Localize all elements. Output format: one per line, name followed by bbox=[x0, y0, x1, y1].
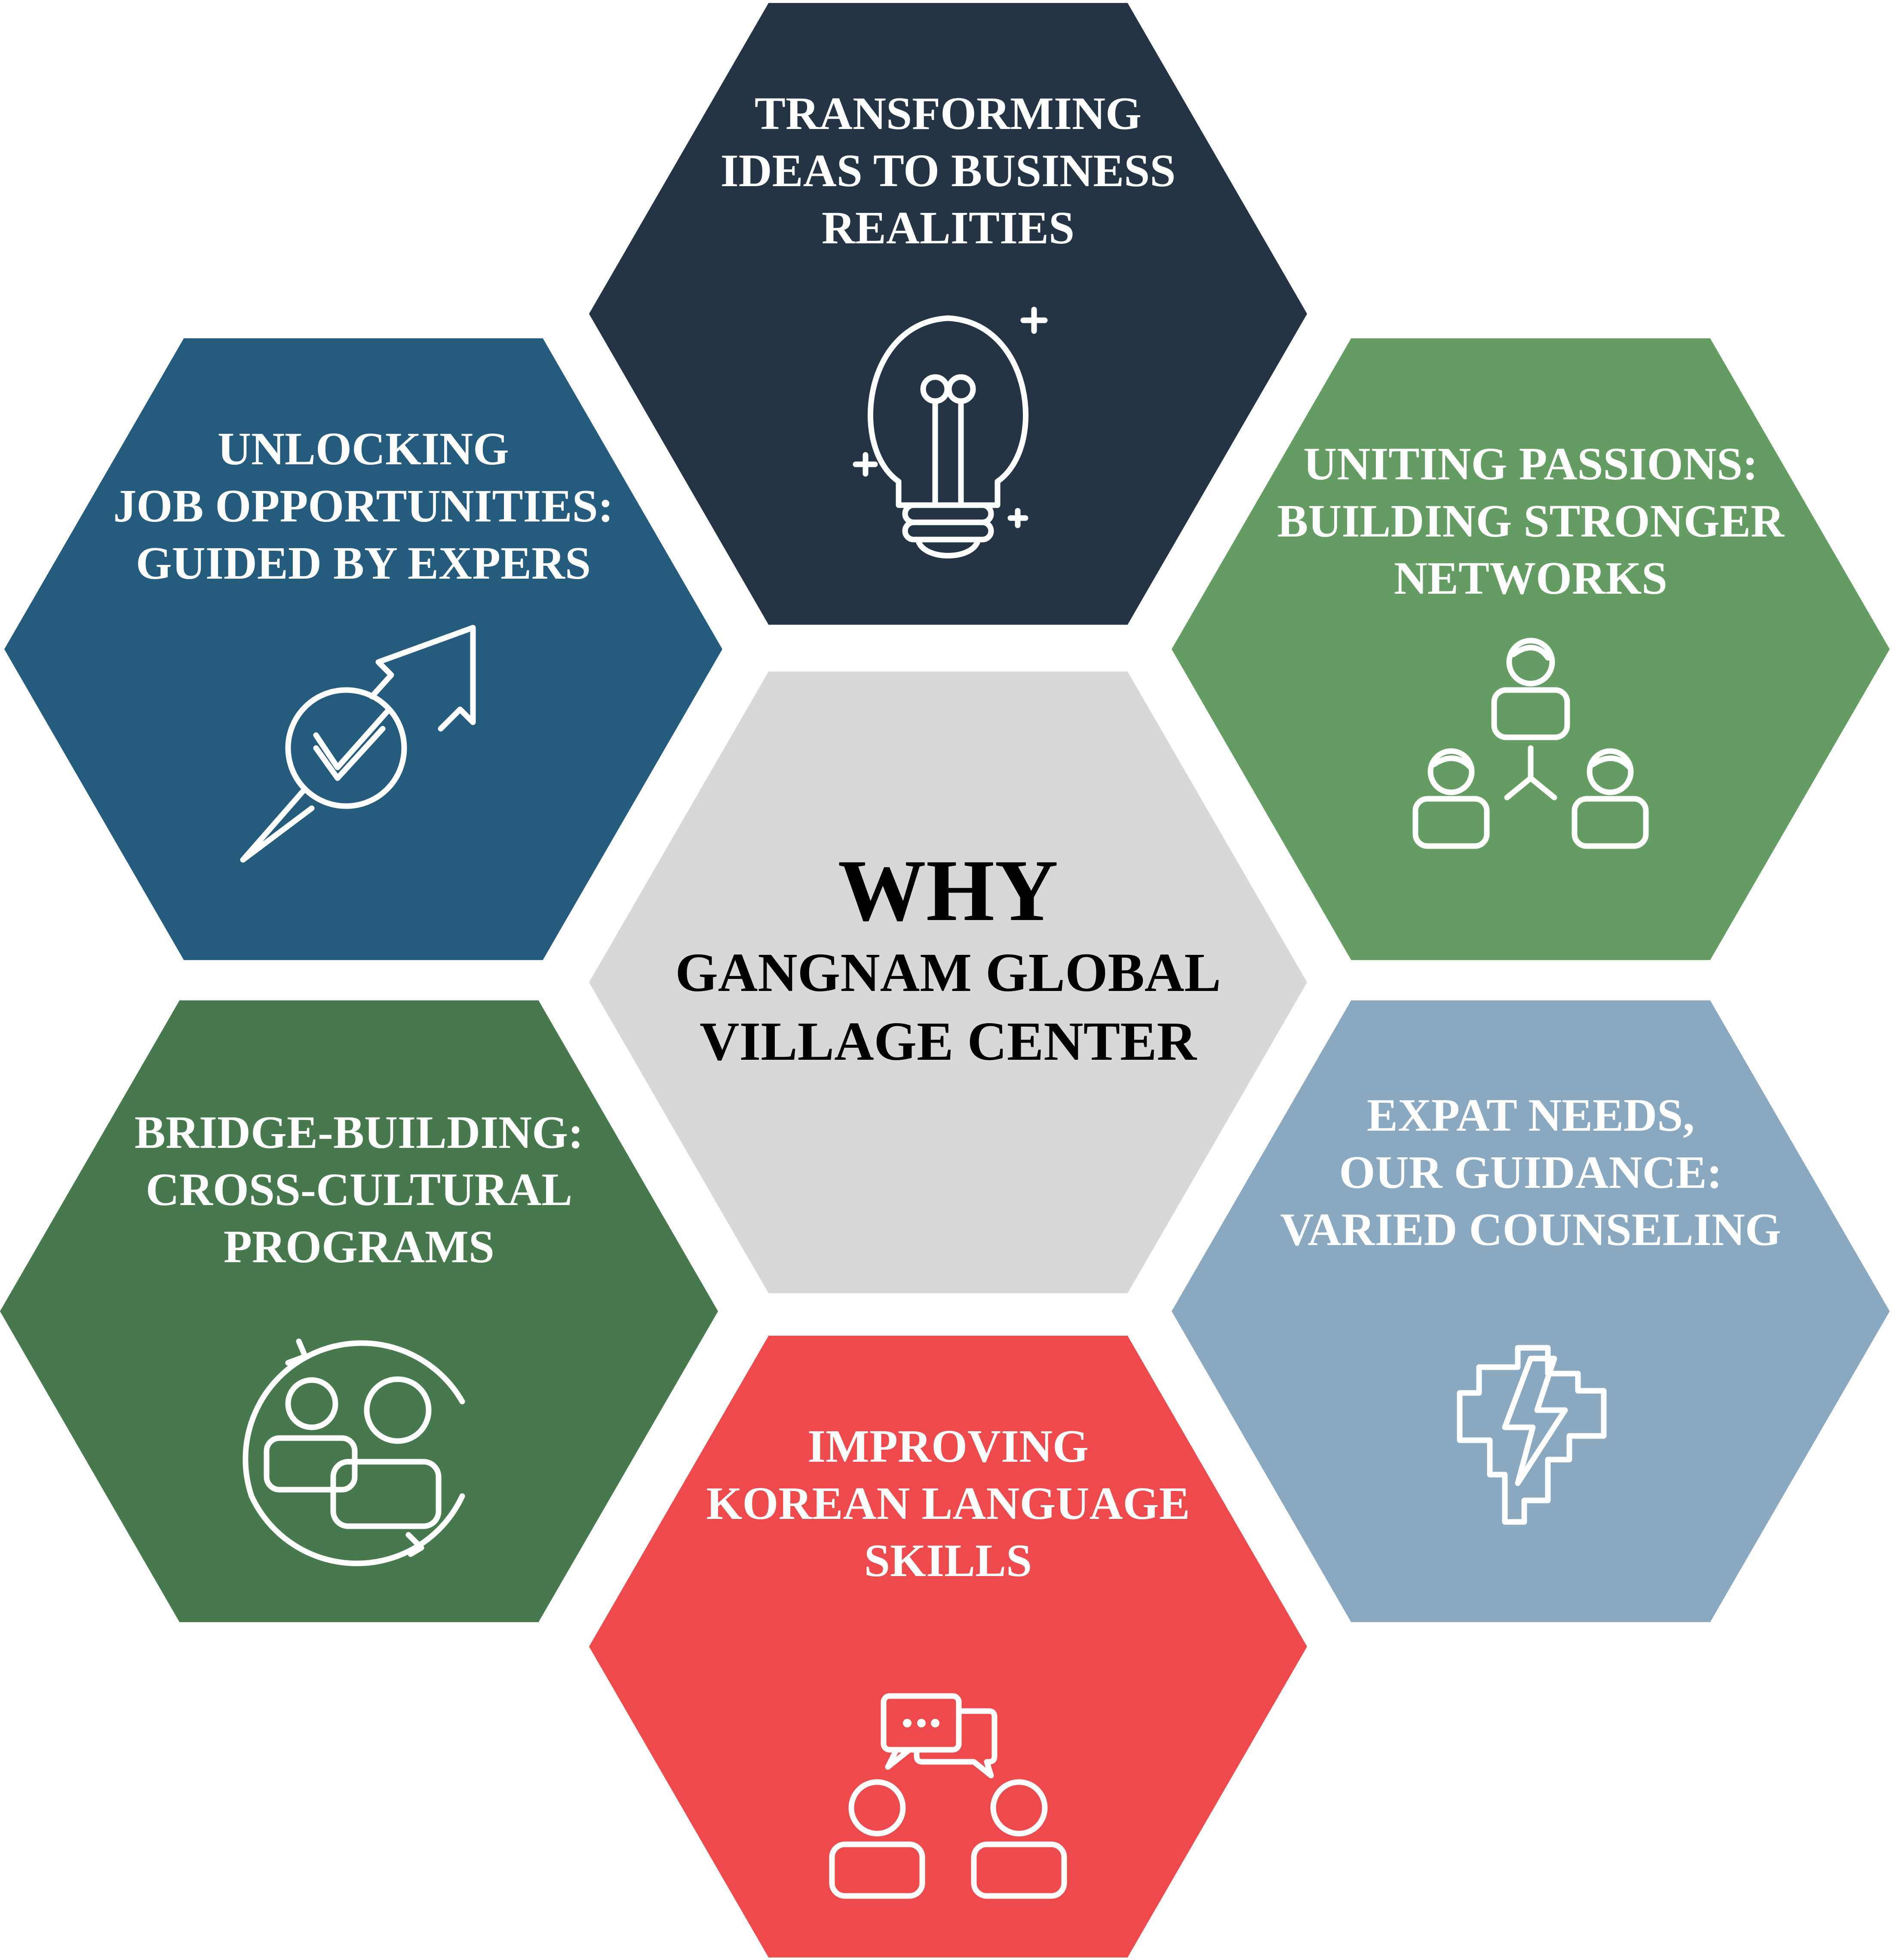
center-title-line: GANGNAM GLOBAL bbox=[675, 942, 1221, 1003]
hexagon-lower-left-label-line: PROGRAMS bbox=[224, 1221, 494, 1273]
cultural-exchange-icon bbox=[242, 1338, 465, 1566]
center-title-line: VILLAGE CENTER bbox=[700, 1011, 1197, 1072]
hexagon-lower-right-label-line: OUR GUIDANCE: bbox=[1339, 1147, 1722, 1198]
hexagon-lower-right bbox=[1172, 1000, 1890, 1623]
hexagon-upper-left-label-line: GUIDED BY EXPERS bbox=[136, 538, 591, 589]
hexagon-upper-left bbox=[4, 338, 722, 960]
growth-arrow-check-icon bbox=[240, 625, 476, 863]
lightbulb-icon bbox=[853, 307, 1048, 558]
hexagon-bottom-label-line: SKILLS bbox=[864, 1535, 1032, 1586]
hexagon-top-label-line: REALITIES bbox=[822, 202, 1074, 254]
hexagon-upper-left-label-line: UNLOCKING bbox=[218, 423, 509, 475]
brain-lightning-icon bbox=[1457, 1345, 1607, 1525]
hexagon-upper-right-label-line: NETWORKS bbox=[1394, 553, 1667, 604]
conversation-people-icon bbox=[829, 1693, 1067, 1899]
center-heading: WHY bbox=[838, 842, 1059, 939]
hexagon-bottom bbox=[589, 1335, 1307, 1958]
hexagon-lower-left bbox=[0, 1000, 718, 1623]
hexagon-top-label-line: IDEAS TO BUSINESS bbox=[721, 145, 1176, 196]
icon-layer bbox=[240, 307, 1649, 1899]
hexagon-upper-right-label-line: BUILDING STRONGER bbox=[1277, 496, 1784, 547]
network-people-icon bbox=[1412, 638, 1649, 849]
hexagon-lower-left-label-line: CROSS-CULTURAL bbox=[146, 1164, 572, 1215]
hexagon-lower-right-label-line: VARIED COUNSELING bbox=[1280, 1204, 1781, 1255]
hexagon-top-label-line: TRANSFORMING bbox=[755, 88, 1142, 139]
hexagon-upper-right-label-line: UNITING PASSIONS: bbox=[1303, 439, 1758, 490]
hexagon-top bbox=[589, 3, 1307, 625]
hexagon-bottom-label-line: IMPROVING bbox=[807, 1421, 1089, 1472]
hexagon-upper-left-label-line: JOB OPPORTUNITIES: bbox=[113, 481, 613, 532]
hexagon-lower-left-label-line: BRIDGE-BUILDING: bbox=[135, 1107, 583, 1158]
hexagon-bottom-label-line: KOREAN LANGUAGE bbox=[706, 1478, 1190, 1529]
hexagon-lower-right-label-line: EXPAT NEEDS, bbox=[1367, 1090, 1694, 1141]
hexagon-center bbox=[589, 671, 1307, 1294]
